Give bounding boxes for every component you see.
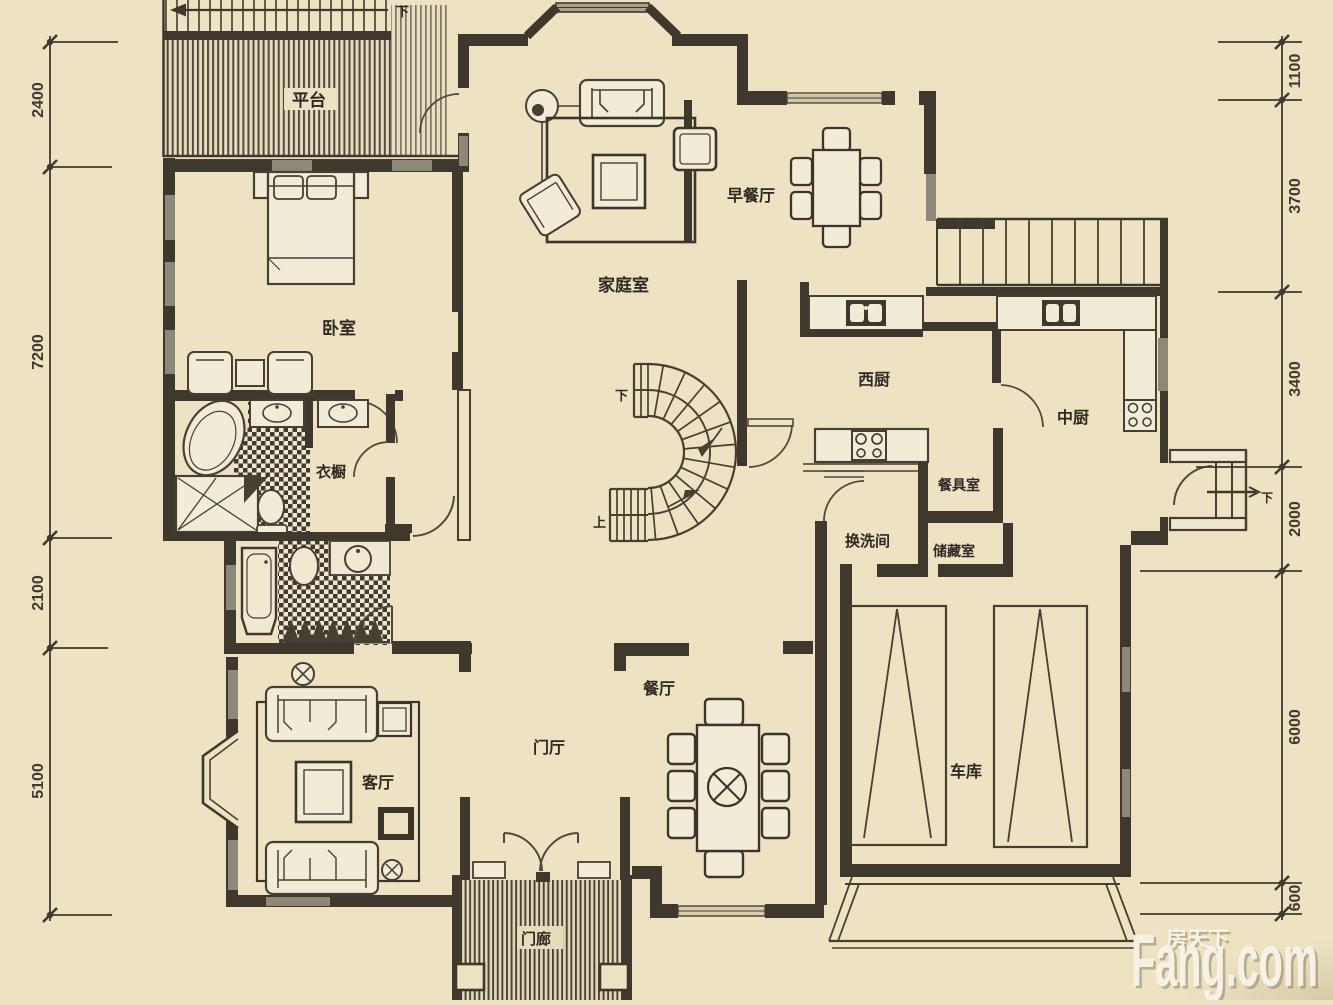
svg-text:储藏室: 储藏室	[932, 543, 975, 559]
svg-text:餐具室: 餐具室	[937, 477, 980, 493]
svg-text:卧室: 卧室	[322, 318, 356, 338]
svg-text:平台: 平台	[292, 90, 326, 110]
svg-text:门廊: 门廊	[521, 930, 551, 948]
svg-text:2100: 2100	[30, 575, 47, 611]
svg-text:2000: 2000	[1287, 501, 1304, 537]
svg-text:餐厅: 餐厅	[642, 679, 675, 698]
svg-text:3400: 3400	[1287, 361, 1304, 397]
svg-text:换洗间: 换洗间	[845, 532, 890, 550]
svg-text:下: 下	[396, 4, 409, 19]
svg-text:3700: 3700	[1287, 178, 1304, 214]
svg-text:中厨: 中厨	[1057, 408, 1089, 427]
svg-text:早餐厅: 早餐厅	[727, 186, 775, 205]
svg-text:衣橱: 衣橱	[316, 463, 346, 481]
svg-text:5100: 5100	[30, 763, 47, 799]
svg-text:2400: 2400	[30, 82, 47, 118]
svg-text:1100: 1100	[1287, 54, 1304, 89]
svg-text:家庭室: 家庭室	[598, 275, 649, 295]
svg-text:车库: 车库	[950, 762, 982, 781]
svg-text:门厅: 门厅	[533, 738, 565, 757]
svg-text:Fang.com: Fang.com	[1131, 919, 1318, 1000]
svg-text:7200: 7200	[30, 334, 47, 370]
svg-text:上: 上	[593, 515, 606, 530]
svg-text:下: 下	[615, 388, 628, 403]
svg-text:西厨: 西厨	[858, 371, 890, 389]
svg-text:Fang.com: Fang.com	[1134, 922, 1321, 1001]
svg-text:6000: 6000	[1287, 709, 1304, 745]
svg-text:客厅: 客厅	[362, 773, 394, 792]
svg-text:下: 下	[1261, 491, 1273, 505]
svg-text:房天下: 房天下	[1169, 930, 1232, 954]
svg-text:房天下: 房天下	[1166, 927, 1229, 951]
